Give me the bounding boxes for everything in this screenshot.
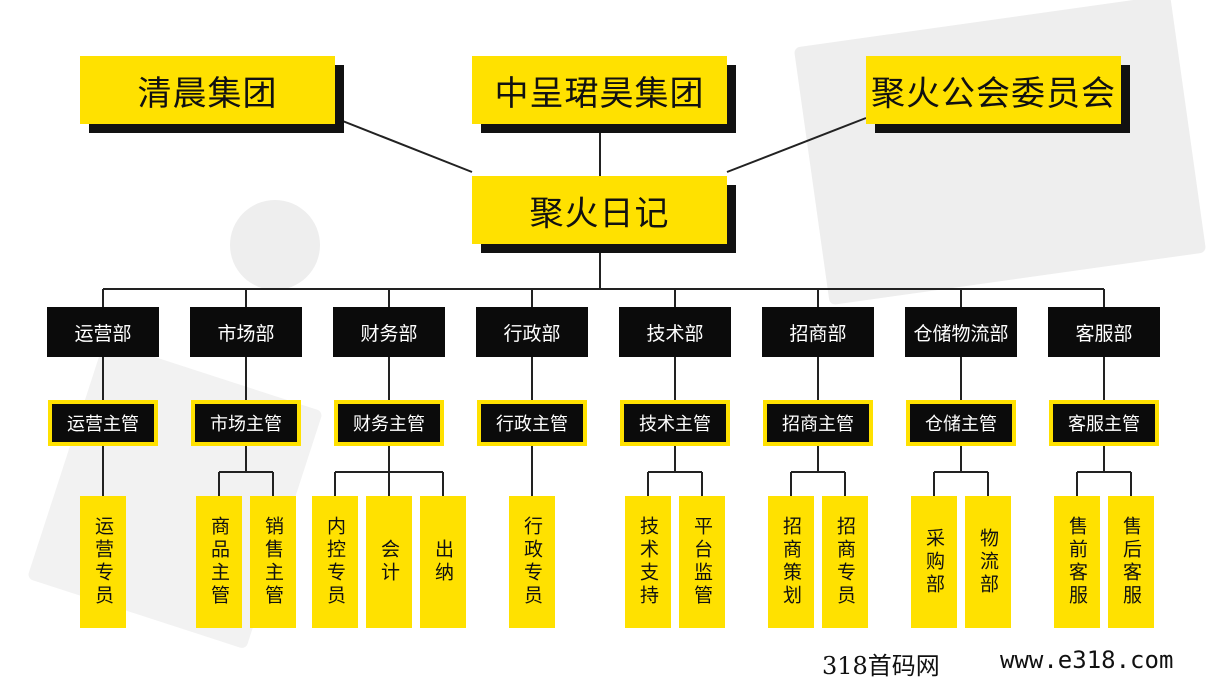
staff-box: 技术支持 — [625, 496, 671, 628]
watermark-url: www.e318.com — [1000, 646, 1174, 674]
dept-box-shichang: 市场部 — [190, 307, 302, 357]
dept-label: 运营部 — [74, 322, 132, 345]
manager-label: 市场主管 — [210, 414, 282, 435]
staff-box: 会计 — [366, 496, 412, 628]
staff-box: 物流部 — [965, 496, 1011, 628]
connector-line — [334, 117, 473, 173]
manager-label: 行政主管 — [496, 414, 568, 435]
staff-label: 行政专员 — [521, 516, 543, 608]
background-cup — [230, 200, 320, 290]
staff-box: 采购部 — [911, 496, 957, 628]
manager-box-xingzheng: 行政主管 — [477, 400, 587, 446]
manager-label: 客服主管 — [1068, 414, 1140, 435]
staff-box: 商品主管 — [196, 496, 242, 628]
manager-box-zhaoshang: 招商主管 — [763, 400, 873, 446]
dept-label: 技术部 — [646, 322, 704, 345]
manager-label: 技术主管 — [639, 414, 711, 435]
staff-box: 运营专员 — [80, 496, 126, 628]
dept-box-kefu: 客服部 — [1048, 307, 1160, 357]
manager-label: 招商主管 — [782, 414, 854, 435]
staff-label: 内控专员 — [324, 516, 346, 608]
org-label: 中呈珺昊集团 — [494, 73, 705, 114]
staff-label: 采购部 — [923, 527, 945, 597]
manager-box-jishu: 技术主管 — [620, 400, 730, 446]
watermark-site: 318首码网 — [822, 652, 940, 680]
dept-label: 市场部 — [217, 322, 275, 345]
staff-label: 物流部 — [977, 527, 999, 597]
staff-label: 平台监管 — [691, 516, 713, 608]
manager-box-shichang: 市场主管 — [191, 400, 301, 446]
org-box-qingchen: 清晨集团 — [80, 56, 335, 124]
manager-box-yunying: 运营主管 — [48, 400, 158, 446]
staff-box: 平台监管 — [679, 496, 725, 628]
org-box-zhongcheng: 中呈珺昊集团 — [472, 56, 727, 124]
manager-box-caiwu: 财务主管 — [334, 400, 444, 446]
staff-box: 招商策划 — [768, 496, 814, 628]
center-box: 聚火日记 — [472, 176, 727, 244]
staff-label: 销售主管 — [262, 516, 284, 608]
dept-label: 招商部 — [789, 322, 847, 345]
staff-box: 内控专员 — [312, 496, 358, 628]
staff-box: 售前客服 — [1054, 496, 1100, 628]
org-box-juhuo-committee: 聚火公会委员会 — [866, 56, 1121, 124]
staff-label: 技术支持 — [637, 516, 659, 608]
dept-box-caiwu: 财务部 — [333, 307, 445, 357]
dept-box-jishu: 技术部 — [619, 307, 731, 357]
dept-box-cangchu: 仓储物流部 — [905, 307, 1017, 357]
staff-label: 招商专员 — [834, 516, 856, 608]
staff-label: 招商策划 — [780, 516, 802, 608]
manager-label: 财务主管 — [353, 414, 425, 435]
org-label: 聚火公会委员会 — [871, 73, 1116, 114]
staff-label: 运营专员 — [92, 516, 114, 608]
staff-box: 销售主管 — [250, 496, 296, 628]
staff-box: 行政专员 — [509, 496, 555, 628]
staff-label: 售前客服 — [1066, 516, 1088, 608]
staff-box: 售后客服 — [1108, 496, 1154, 628]
dept-label: 客服部 — [1075, 322, 1133, 345]
dept-box-xingzheng: 行政部 — [476, 307, 588, 357]
staff-label: 商品主管 — [208, 516, 230, 608]
manager-label: 仓储主管 — [925, 414, 997, 435]
staff-label: 会计 — [378, 539, 400, 585]
dept-label: 财务部 — [360, 322, 418, 345]
staff-box: 招商专员 — [822, 496, 868, 628]
center-label: 聚火日记 — [529, 193, 670, 234]
org-label: 清晨集团 — [137, 73, 278, 114]
dept-label: 仓储物流部 — [913, 322, 1009, 345]
manager-box-kefu: 客服主管 — [1049, 400, 1159, 446]
dept-box-zhaoshang: 招商部 — [762, 307, 874, 357]
staff-label: 售后客服 — [1120, 516, 1142, 608]
staff-label: 出纳 — [432, 539, 454, 585]
manager-box-cangchu: 仓储主管 — [906, 400, 1016, 446]
dept-box-yunying: 运营部 — [47, 307, 159, 357]
staff-box: 出纳 — [420, 496, 466, 628]
connector-line — [726, 117, 867, 173]
manager-label: 运营主管 — [67, 414, 139, 435]
dept-label: 行政部 — [503, 322, 561, 345]
